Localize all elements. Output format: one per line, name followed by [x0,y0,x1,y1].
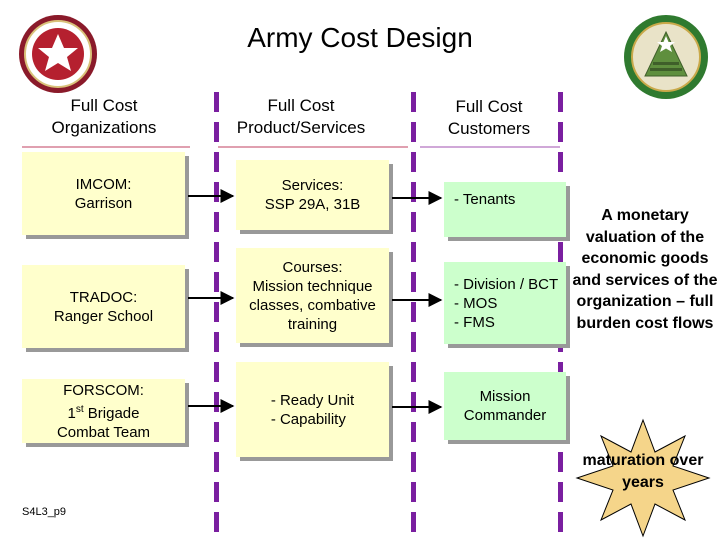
star-burst-icon [575,418,711,538]
customer-line: - Tenants [454,191,516,208]
product-line: classes, combative [249,296,376,314]
cost-definition: A monetary valuation of the economic goo… [572,207,718,332]
product-line: - Capability [270,410,346,428]
product-line: training [287,315,338,333]
customer-box-mission-commander: Mission Commander [444,372,566,440]
product-box-services: Services: SSP 29A, 31B [236,160,389,230]
product-box-ready-unit: - Ready Unit - Capability [236,362,389,457]
heading-underline [218,146,408,148]
org-line: FORSCOM: [63,381,144,399]
heading-organizations: Full Cost Organizations [51,96,157,137]
org-line: IMCOM: [75,175,132,193]
org-box-forscom: FORSCOM: 1st Brigade Combat Team [22,379,185,443]
product-line: SSP 29A, 31B [264,196,361,213]
heading-products: Full Cost Product/Services [236,96,366,137]
slide-id: S4L3_p9 [22,506,67,518]
customer-line: - FMS [454,313,495,331]
product-line: Services: [281,177,344,194]
customer-box-division: - Division / BCT - MOS - FMS [444,262,566,344]
org-line: Ranger School [53,307,154,325]
seal-left-icon [19,15,97,93]
seal-right-icon [624,15,708,99]
org-box-tradoc: TRADOC: Ranger School [22,265,185,348]
org-box-imcom: IMCOM: Garrison [22,152,185,235]
customer-box-tenants: - Tenants [444,182,566,237]
customer-line: Mission [479,388,531,405]
customer-line: Commander [463,407,547,424]
product-box-courses: Courses: Mission technique classes, comb… [236,248,389,343]
column-divider [214,92,219,536]
page-title: Army Cost Design [247,22,473,53]
customer-line: - MOS [454,294,498,312]
org-line: TRADOC: [69,288,138,306]
badge-maturation: maturation over years [582,452,704,491]
org-line: Combat Team [56,423,151,441]
org-line: Garrison [74,194,133,212]
column-divider [411,92,416,536]
product-line: - Ready Unit [270,391,355,409]
product-line: Mission technique [252,277,373,295]
heading-underline [420,146,560,148]
heading-customers: Full Cost Customers [447,97,531,138]
org-line-brigade: 1st Brigade [67,403,140,422]
product-line: Courses: [282,258,343,276]
heading-underline [22,146,190,148]
customer-line: - Division / BCT [454,275,559,293]
ordinal-suffix: st [75,403,84,415]
